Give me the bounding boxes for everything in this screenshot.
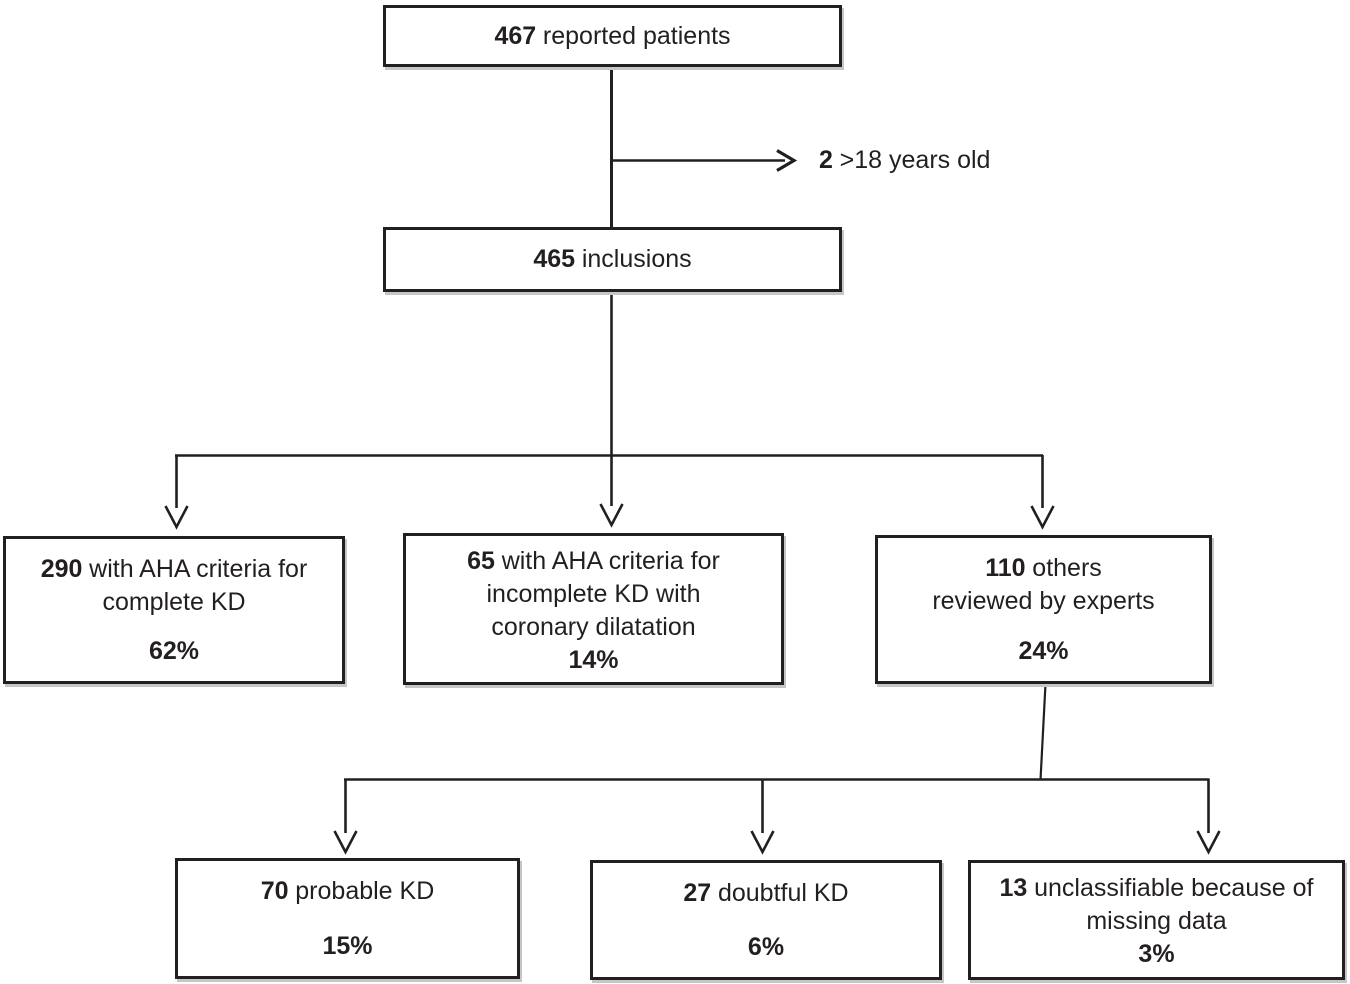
arrow-down-icon <box>599 503 624 528</box>
arrow-down-probable <box>333 779 358 855</box>
arrow-down-complete <box>164 455 189 530</box>
connector-excluded-branch <box>611 149 798 172</box>
arrow-right-icon <box>776 149 798 172</box>
node-percentage: 62% <box>148 637 200 665</box>
arrow-down-incomplete <box>599 455 624 528</box>
arrow-down-doubtful <box>750 779 775 855</box>
arrow-down-others <box>1030 455 1055 530</box>
excluded-label: 2>18 years old <box>819 146 991 174</box>
arrow-down-icon <box>333 830 358 855</box>
arrow-down-icon <box>1196 830 1221 855</box>
node-percentage: 3% <box>1138 940 1175 968</box>
arrow-down-unclassifiable <box>1196 779 1221 855</box>
connector-others-stem <box>1039 683 1047 781</box>
node-percentage: 24% <box>1018 637 1069 665</box>
arrow-down-icon <box>750 830 775 855</box>
node-percentage: 14% <box>568 646 619 674</box>
arrow-down-icon <box>164 505 189 530</box>
node-percentage: 6% <box>747 933 785 961</box>
arrow-down-icon <box>1030 505 1055 530</box>
node-percentage: 15% <box>322 932 373 960</box>
